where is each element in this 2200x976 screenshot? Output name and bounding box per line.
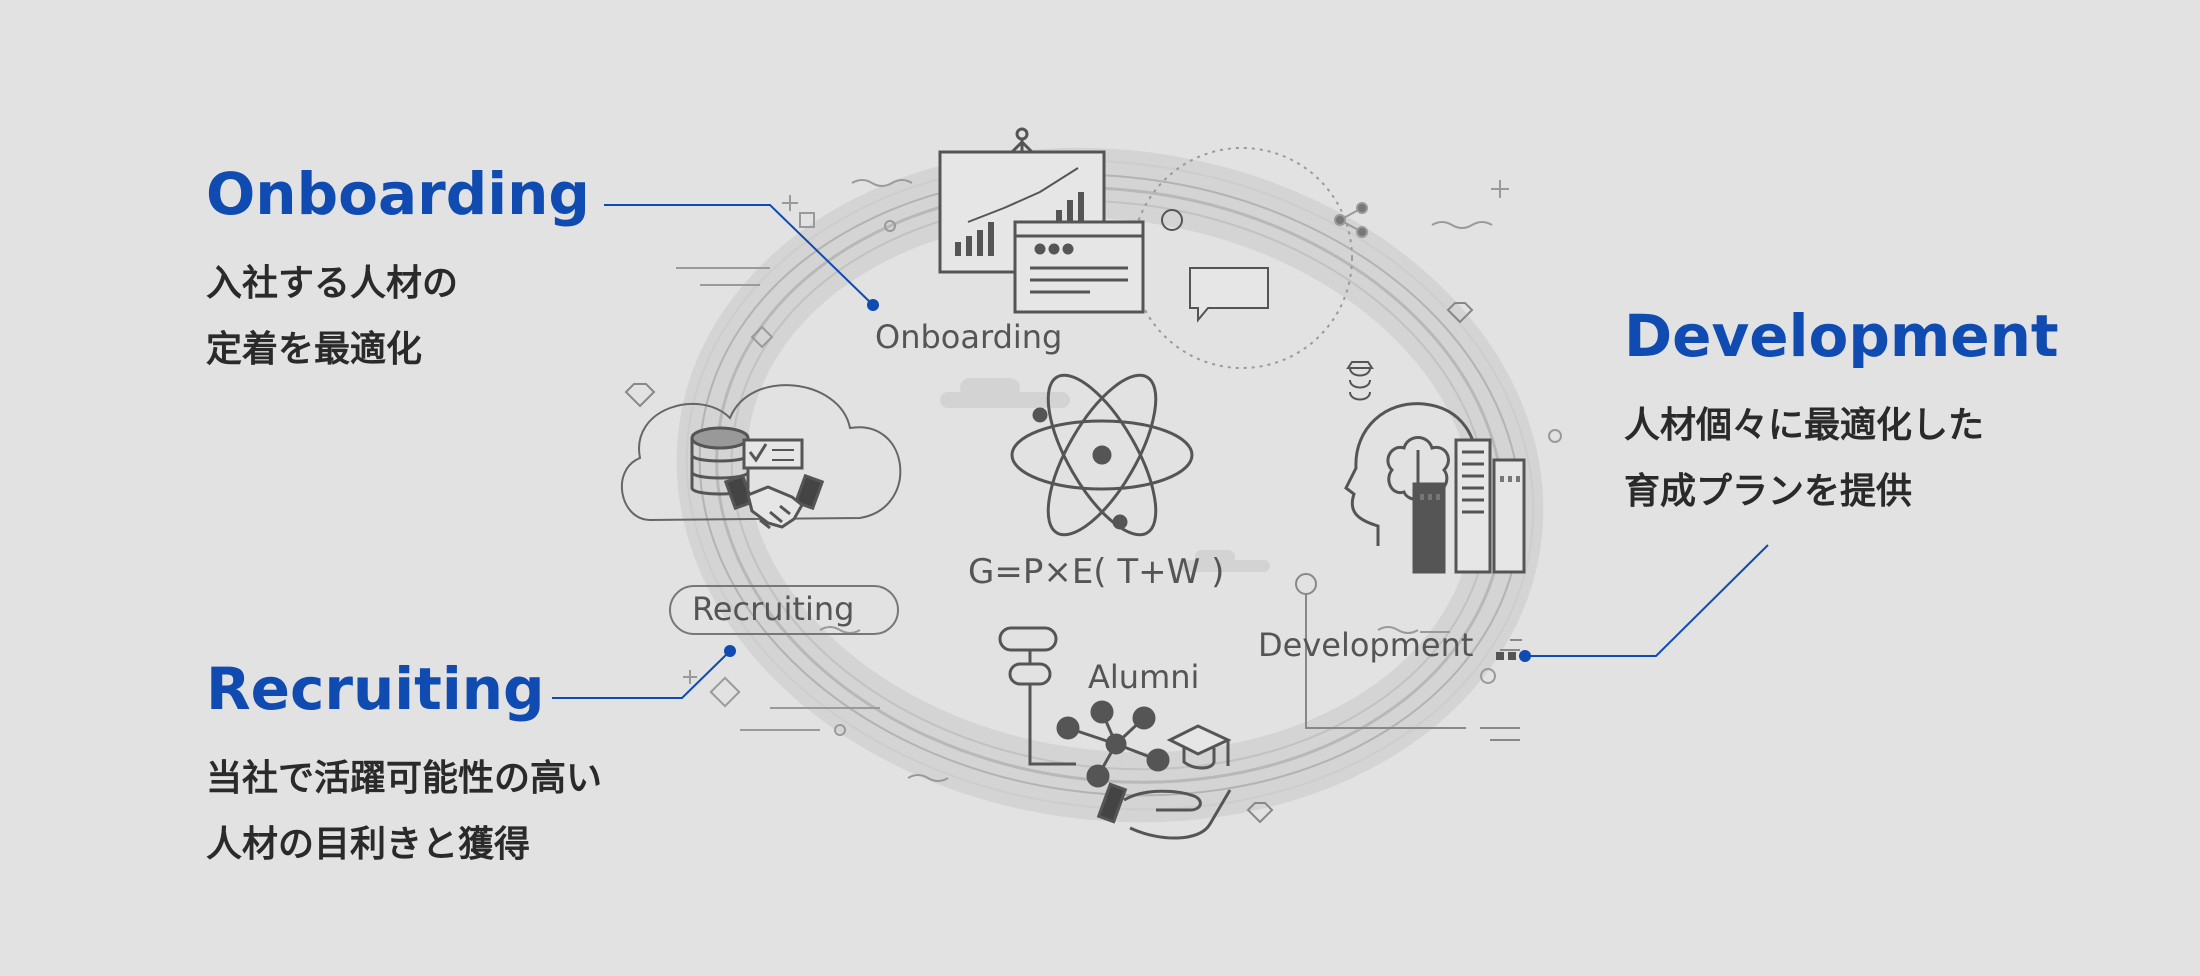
diagram-label-development: Development xyxy=(1258,626,1473,664)
diamond-icons xyxy=(624,302,1474,824)
diagram-label-onboarding: Onboarding xyxy=(875,318,1062,356)
callout-title: Development xyxy=(1624,302,2059,370)
leader-lines xyxy=(552,204,1769,699)
callout-desc-line: 人材個々に最適化した xyxy=(1624,405,1985,446)
formula-text: G=P×E( T+W ) xyxy=(968,552,1224,592)
connector-lines xyxy=(1295,573,1522,741)
callout-title: Recruiting xyxy=(206,655,545,723)
callout-desc-line: 育成プランを提供 xyxy=(1624,471,1913,512)
presentation-board-icon xyxy=(938,127,1269,323)
leader-line-development xyxy=(1525,544,1769,657)
diagram-label-alumni: Alumni xyxy=(1088,658,1199,696)
handshake-database-icon xyxy=(621,384,902,530)
callout-title: Onboarding xyxy=(206,160,590,228)
callout-description: 入社する人材の 定着を最適化 xyxy=(206,251,590,383)
atom-icon xyxy=(1010,373,1194,537)
callout-desc-line: 人材の目利きと獲得 xyxy=(206,824,531,865)
diagram-label-recruiting: Recruiting xyxy=(692,590,854,628)
callout-desc-line: 当社で活躍可能性の高い xyxy=(206,758,603,799)
callout-description: 人材個々に最適化した 育成プランを提供 xyxy=(1624,393,2059,525)
brain-head-buildings-icon xyxy=(1344,361,1526,574)
callout-desc-line: 入社する人材の xyxy=(206,263,459,304)
callout-description: 当社で活躍可能性の高い 人材の目利きと獲得 xyxy=(206,746,602,878)
leader-dots xyxy=(724,299,1531,662)
leader-line-recruiting xyxy=(552,650,731,699)
callout-desc-line: 定着を最適化 xyxy=(206,329,423,370)
callout-development: Development 人材個々に最適化した 育成プランを提供 xyxy=(1624,307,2059,525)
recruiting-label-pill xyxy=(669,585,899,635)
callout-onboarding: Onboarding 入社する人材の 定着を最適化 xyxy=(206,165,590,383)
network-graduation-hand-icon xyxy=(998,626,1232,840)
callout-recruiting: Recruiting 当社で活躍可能性の高い 人材の目利きと獲得 xyxy=(206,660,602,878)
leader-line-onboarding xyxy=(604,204,874,306)
cloud-shapes xyxy=(940,378,1270,572)
connector-dots xyxy=(1496,652,1516,660)
